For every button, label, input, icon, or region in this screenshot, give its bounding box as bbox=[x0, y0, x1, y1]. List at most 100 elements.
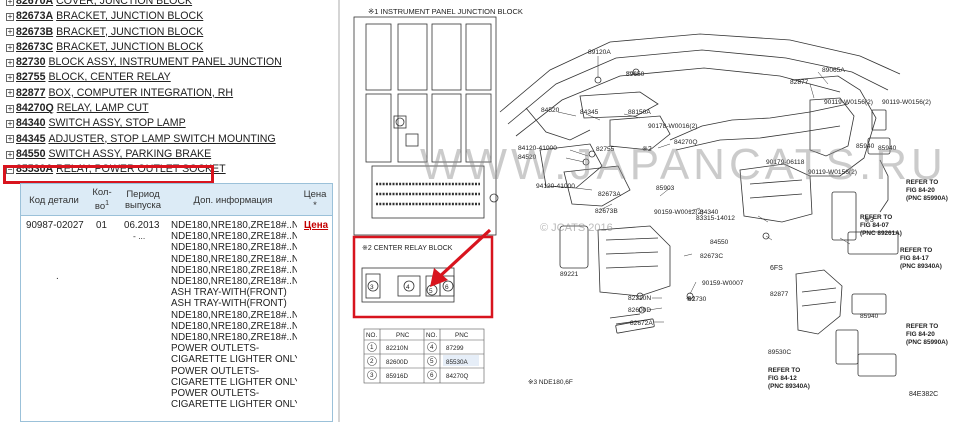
tree-item-code[interactable]: 82877 bbox=[16, 86, 46, 99]
tree-item-code[interactable]: 82673B bbox=[16, 25, 54, 38]
expand-icon[interactable]: + bbox=[6, 103, 14, 113]
header-qty-text: Кол-во1 bbox=[92, 187, 112, 213]
part-label[interactable]: 82877 bbox=[790, 79, 809, 86]
expand-icon[interactable]: + bbox=[6, 11, 14, 21]
tree-item-name[interactable]: RELAY, LAMP CUT bbox=[56, 102, 149, 115]
tree-item-code[interactable]: 82673A bbox=[16, 10, 54, 23]
part-label[interactable]: 84520 bbox=[518, 154, 537, 161]
part-label[interactable]: 82877 bbox=[770, 291, 789, 298]
expand-icon[interactable]: + bbox=[6, 73, 14, 83]
part-label[interactable]: 89065A bbox=[822, 67, 845, 74]
part-label[interactable]: 82755 bbox=[596, 146, 615, 153]
part-label[interactable]: 88150A bbox=[628, 109, 651, 116]
tree-item-code[interactable]: 84340 bbox=[16, 117, 46, 130]
price-link[interactable]: Цена bbox=[304, 220, 329, 231]
part-label[interactable]: 82672A bbox=[630, 320, 653, 327]
tree-item-name[interactable]: BLOCK, CENTER RELAY bbox=[48, 71, 171, 84]
part-label[interactable]: 90179-06118 bbox=[766, 159, 805, 166]
refer-note-line: FIG 84-12 bbox=[768, 375, 797, 382]
part-label[interactable]: 89221 bbox=[560, 271, 579, 278]
tree-item-name[interactable]: BOX, COMPUTER INTEGRATION, RH bbox=[48, 86, 234, 99]
part-label[interactable]: 85903 bbox=[656, 185, 675, 192]
footnote: ※3 NDE180,6F bbox=[528, 379, 573, 386]
info-line: ASH TRAY-WITH(FRONT) bbox=[171, 287, 287, 299]
pnc-r1-pnc: 82210N bbox=[386, 345, 409, 352]
tree-item-code[interactable]: 84345 bbox=[16, 132, 46, 145]
expand-icon[interactable]: + bbox=[6, 134, 14, 144]
expand-icon[interactable]: + bbox=[6, 119, 14, 129]
expand-icon[interactable]: + bbox=[6, 149, 14, 159]
expand-icon[interactable]: + bbox=[6, 57, 14, 67]
part-label[interactable]: 85940 bbox=[856, 143, 875, 150]
part-label[interactable]: 84550 bbox=[710, 239, 729, 246]
tree-item-code[interactable]: 82730 bbox=[16, 56, 46, 69]
header-qty[interactable]: Кол-во1 bbox=[87, 184, 117, 216]
tree-item-name[interactable]: SWITCH ASSY, PARKING BRAKE bbox=[48, 147, 212, 160]
part-label[interactable]: 90119-W0156(2) bbox=[882, 99, 931, 106]
part-label[interactable]: 89650 bbox=[626, 71, 645, 78]
part-label[interactable]: 84520 bbox=[541, 107, 560, 114]
tree-item-name[interactable]: BRACKET, JUNCTION BLOCK bbox=[56, 10, 204, 23]
expand-icon[interactable]: + bbox=[6, 0, 14, 6]
tree-item-name[interactable]: BLOCK ASSY, INSTRUMENT PANEL JUNCTION bbox=[48, 56, 282, 69]
expand-icon[interactable]: + bbox=[6, 42, 14, 52]
tree-item-name[interactable]: BRACKET, JUNCTION BLOCK bbox=[56, 40, 204, 53]
part-label[interactable]: 90159-W0012(2) bbox=[654, 209, 703, 216]
pnc-r1-no2: 4 bbox=[430, 344, 434, 351]
part-label[interactable]: 82673C bbox=[700, 253, 723, 260]
tree-item-code[interactable]: 82755 bbox=[16, 71, 46, 84]
part-label[interactable]: 82673A bbox=[598, 191, 621, 198]
refer-note-line: FIG 84-17 bbox=[900, 255, 929, 262]
part-label[interactable]: 90178-W0016(2) bbox=[648, 123, 697, 130]
part-label[interactable]: 82600D bbox=[628, 307, 651, 314]
expand-icon[interactable]: + bbox=[6, 88, 14, 98]
expand-icon[interactable]: + bbox=[6, 27, 14, 37]
part-label[interactable]: 85940 bbox=[860, 313, 879, 320]
instrument-panel-junction-block bbox=[353, 16, 499, 236]
info-line: CIGARETTE LIGHTER ONLY bbox=[171, 354, 297, 366]
header-period[interactable]: Период выпуска bbox=[124, 189, 162, 211]
part-label[interactable]: 84120-41000 bbox=[518, 145, 557, 152]
part-label[interactable]: 84340 bbox=[700, 209, 719, 216]
tree-item-code[interactable]: 82673C bbox=[16, 40, 54, 53]
tree-item-code[interactable]: 84270Q bbox=[16, 102, 54, 115]
pnc-h-pnc: PNC bbox=[396, 332, 410, 339]
tree-item-code[interactable]: 82670A bbox=[16, 0, 54, 7]
header-code[interactable]: Код детали bbox=[29, 194, 79, 206]
part-label[interactable]: 82730 bbox=[688, 296, 707, 303]
marker-sec2: ※2 bbox=[642, 146, 652, 153]
part-label[interactable]: 90119-W0156(2) bbox=[808, 169, 857, 176]
part-label[interactable]: 94120-41000 bbox=[536, 183, 575, 190]
part-label[interactable]: 85940 bbox=[878, 145, 897, 152]
part-label[interactable]: 84270Q bbox=[674, 139, 697, 146]
tree-item-name[interactable]: BRACKET, JUNCTION BLOCK bbox=[56, 25, 204, 38]
tree-item-name[interactable]: ADJUSTER, STOP LAMP SWITCH MOUNTING bbox=[48, 132, 276, 145]
tree-item-name[interactable]: COVER, JUNCTION BLOCK bbox=[56, 0, 193, 7]
header-info[interactable]: Доп. информация bbox=[193, 194, 273, 206]
info-line: NDE180,NRE180,ZRE18#..N bbox=[171, 231, 297, 243]
header-price[interactable]: Цена* bbox=[297, 184, 333, 216]
part-label[interactable]: 90159-W0007 bbox=[702, 280, 744, 287]
part-label[interactable]: 82673B bbox=[595, 208, 618, 215]
tree-item-name[interactable]: SWITCH ASSY, STOP LAMP bbox=[48, 117, 186, 130]
part-label[interactable]: 84345 bbox=[580, 109, 599, 116]
part-label[interactable]: 89120A bbox=[588, 49, 611, 56]
part-label[interactable]: 83315-14012 bbox=[696, 215, 735, 222]
row-dot: . bbox=[56, 271, 59, 282]
part-label[interactable]: 82210N bbox=[628, 295, 651, 302]
part-label[interactable]: 89530C bbox=[768, 349, 791, 356]
part-label[interactable]: 90119-W0156(2) bbox=[824, 99, 873, 106]
tree-item-code[interactable]: 84550 bbox=[16, 147, 46, 160]
